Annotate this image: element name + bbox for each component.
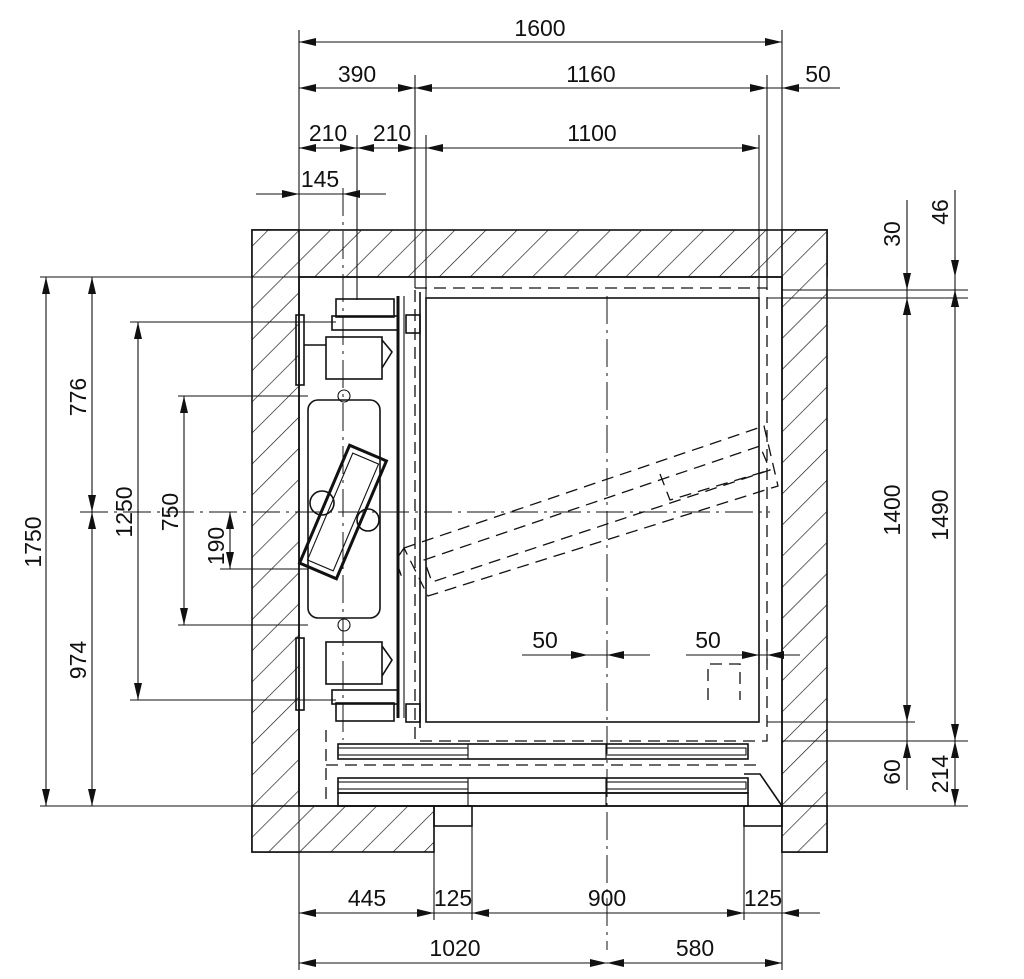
- dim-rail-b: 210: [373, 120, 411, 146]
- car-inner-outline: [425, 297, 760, 723]
- dim-center-offset-b: 50: [695, 627, 721, 653]
- dim-outer-car-depth: 1490: [927, 489, 953, 540]
- wall-bottom-right: [781, 805, 828, 853]
- center-lines: [80, 188, 770, 950]
- dim-lower-depth: 974: [65, 641, 91, 680]
- bottom-dimensions: 445 125 900 125 1020 580: [299, 885, 820, 967]
- dim-left-space: 390: [338, 61, 376, 87]
- dim-jamb-left: 125: [434, 885, 472, 911]
- car-outline-dashed: [414, 287, 768, 742]
- dim-rail-a: 210: [309, 120, 347, 146]
- dim-left-to-center: 1020: [429, 935, 480, 961]
- wall-bottom-left: [251, 805, 435, 853]
- inner-dimensions: 50 50: [522, 627, 800, 664]
- dim-rail-spacing: 750: [157, 493, 183, 531]
- dim-door-opening: 900: [588, 885, 626, 911]
- extension-lines: [40, 30, 968, 970]
- elevator-car: [396, 287, 768, 742]
- dim-overall-depth: 1750: [20, 516, 46, 567]
- dim-door-gap: 60: [879, 759, 905, 785]
- dim-jamb-right: 125: [744, 885, 782, 911]
- top-dimensions: 1600 390 1160 50 210 210 1100 145: [256, 15, 840, 198]
- dim-overall-width: 1600: [514, 15, 565, 41]
- dim-right-to-center: 580: [676, 935, 714, 961]
- left-dimensions: 1750 776 974 1250 750 190: [20, 277, 234, 806]
- wall-right: [781, 229, 828, 853]
- wall-left: [251, 229, 300, 853]
- dim-bracket-spacing: 1250: [111, 486, 137, 537]
- dim-door-zone: 214: [927, 755, 953, 794]
- dim-upper-depth: 776: [65, 378, 91, 416]
- guide-rails-and-counterweight: [295, 298, 779, 723]
- dim-car-inner-width: 1100: [567, 120, 616, 146]
- landing-doors: [325, 663, 783, 827]
- dim-bottom-left: 445: [348, 885, 386, 911]
- dim-car-width: 1160: [566, 61, 615, 87]
- wall-top: [251, 229, 828, 278]
- dim-car-depth: 1400: [879, 484, 905, 535]
- right-dimensions: 30 46 1400 1490 60 214: [879, 190, 959, 806]
- dim-top-wall: 46: [927, 199, 953, 225]
- dim-offset: 190: [203, 527, 229, 565]
- dim-right-gap: 50: [805, 61, 831, 87]
- dim-top-gap: 30: [879, 221, 905, 247]
- dim-center-offset-a: 50: [532, 627, 558, 653]
- dim-bracket: 145: [301, 166, 339, 192]
